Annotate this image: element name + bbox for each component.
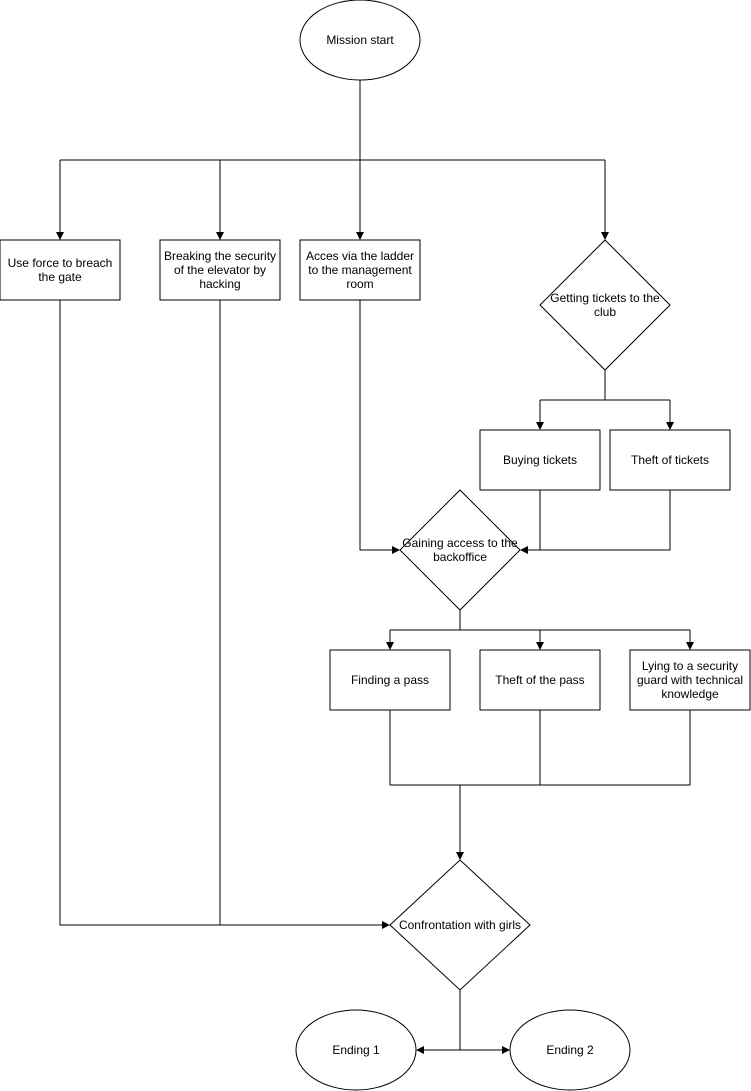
- start-node: [299, 0, 421, 81]
- buy-node: [479, 429, 601, 491]
- pass-label: Finding a pass: [350, 673, 430, 687]
- theft-tickets-node: [609, 429, 731, 491]
- ending-1-node: [295, 1009, 417, 1091]
- pass-node: [329, 649, 451, 711]
- edge-ladder-to-backoffice: [359, 300, 400, 554]
- ladder-node: [299, 239, 421, 301]
- start-label: Mission start: [326, 33, 394, 47]
- lying-node: [629, 649, 751, 711]
- tickets-label: Getting tickets to the club: [550, 291, 660, 319]
- confront-label: Confrontation with girls: [398, 918, 522, 932]
- tickets-decision: [539, 239, 671, 371]
- edge-buy-to-backoffice: [520, 490, 541, 554]
- backoffice-decision: [399, 489, 521, 611]
- force-label: Use force to breach the gate: [7, 256, 113, 284]
- connectors: [56, 80, 694, 1054]
- buy-label: Buying tickets: [502, 453, 578, 467]
- ending-2-node: [509, 1009, 631, 1091]
- theft-tickets-label: Theft of tickets: [630, 453, 710, 467]
- theft-pass-node: [479, 649, 601, 711]
- force-node: [0, 239, 121, 301]
- ending-2-label: Ending 2: [546, 1043, 594, 1057]
- edge-theft-tickets-join: [540, 490, 671, 551]
- hack-node: [159, 239, 281, 301]
- ladder-label: Acces via the ladder to the management r…: [305, 249, 415, 291]
- lying-label: Lying to a security guard with technical…: [636, 659, 744, 701]
- edge-force-hack-to-confront: [59, 300, 390, 929]
- hack-label: Breaking the security of the elevator by…: [163, 249, 277, 291]
- theft-pass-label: Theft of the pass: [495, 673, 585, 687]
- backoffice-label: Gaining access to the backoffice: [402, 536, 518, 564]
- ending-1-label: Ending 1: [332, 1043, 380, 1057]
- confront-decision: [389, 859, 531, 991]
